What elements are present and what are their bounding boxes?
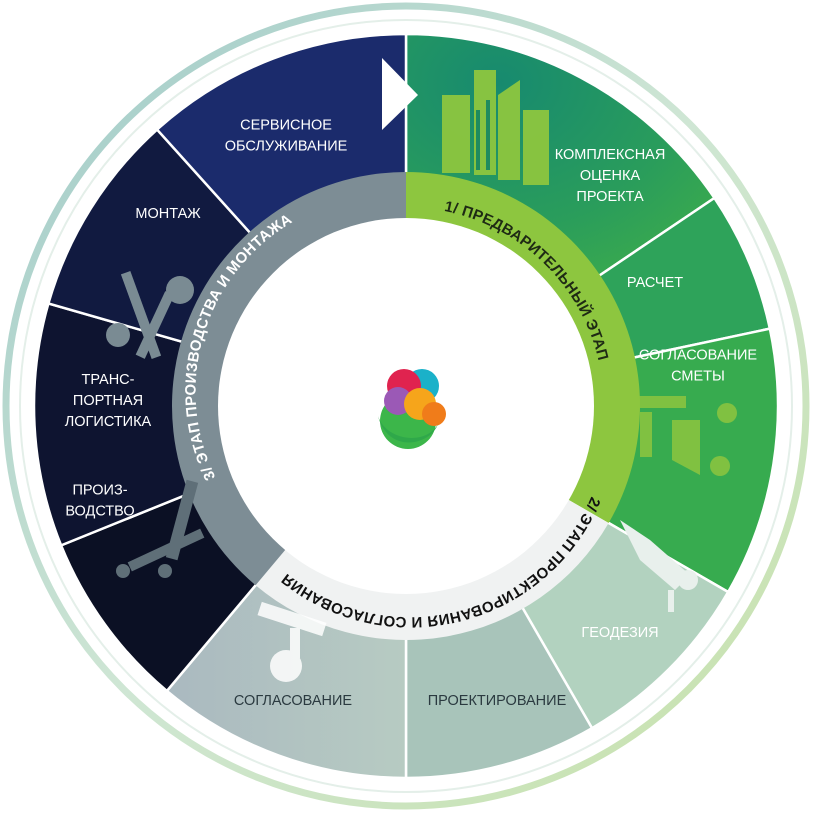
segment-label-line: ПРОЕКТИРОВАНИЕ [428,693,567,709]
logo-icon [378,369,446,449]
segment-label-production: ПРОИЗ- ВОДСТВО [65,483,134,520]
segment-label-line: ЛОГИСТИКА [65,414,152,430]
segment-label-design: ПРОЕКТИРОВАНИЕ [428,693,567,709]
buildings-icon [442,70,549,185]
segment-label-line: ОБСЛУЖИВАНИЕ [225,139,348,155]
segment-label-line: СОГЛАСОВАНИЕ [639,348,758,364]
segment-label-approval: СОГЛАСОВАНИЕ [234,693,353,709]
segment-label-complex: КОМПЛЕКСНАЯ ОЦЕНКА ПРОЕКТА [555,147,666,205]
segment-label-line: ГЕОДЕЗИЯ [581,625,658,641]
segment-label-line: МОНТАЖ [135,206,201,222]
segment-label-geodesy: ГЕОДЕЗИЯ [581,625,658,641]
arrow-icon [382,58,418,130]
crane-icon [116,479,205,578]
segment-label-logistics: ТРАНС- ПОРТНАЯ ЛОГИСТИКА [65,372,152,430]
segment-label-mounting: МОНТАЖ [135,206,201,222]
segment-label-service: СЕРВИСНОЕ ОБСЛУЖИВАНИЕ [225,118,348,155]
segment-label-line: СЕРВИСНОЕ [240,118,332,134]
segment-label-line: СОГЛАСОВАНИЕ [234,693,353,709]
segment-label-line: РАСЧЕТ [627,275,683,291]
stage2-ring [255,499,609,640]
segment-label-line: СМЕТЫ [671,369,725,385]
stage1-ring [406,172,640,523]
segment-label-calc: РАСЧЕТ [627,275,683,291]
stage3-ring [172,172,406,586]
segment-label-line: ПРОИЗ- [72,483,127,499]
theodolite-icon [620,520,698,612]
microscope-icon [257,601,327,682]
tools-icon [106,271,194,359]
segment-label-line: ВОДСТВО [65,504,134,520]
segment-label-estimate: СОГЛАСОВАНИЕ СМЕТЫ [639,348,758,385]
factory-icon [636,396,737,476]
outer-ring-inner [19,19,793,793]
segment-label-line: КОМПЛЕКСНАЯ [555,147,666,163]
segment-label-line: ПРОЕКТА [576,189,644,205]
segment-label-line: ПОРТНАЯ [73,393,143,409]
segment-label-line: ТРАНС- [81,372,134,388]
segment-label-line: ОЦЕНКА [580,168,641,184]
